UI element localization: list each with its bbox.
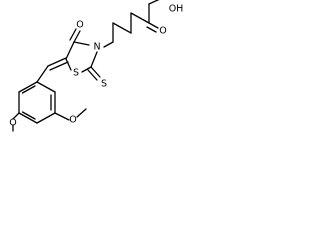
bond-ring-double-3 <box>21 85 36 94</box>
methoxy-oxygen-3-label: O <box>69 115 76 126</box>
bond-ring-c6-c1 <box>18 81 38 93</box>
ring-nitrogen-label: N <box>93 42 100 53</box>
bond-thione-a <box>90 66 101 78</box>
bond-ring-double-2 <box>21 111 36 120</box>
bond-exocyclic-double-b <box>49 61 69 71</box>
methoxy-oxygen-4-label: O <box>9 118 16 129</box>
bond-acid-c-o-b <box>146 26 157 33</box>
ring-sulfur-label: S <box>73 68 79 79</box>
bond-exocyclic-double-a <box>47 57 67 67</box>
bond-c4-o-methoxy <box>12 112 20 120</box>
bond-lines <box>12 0 160 132</box>
bond-thione-b <box>87 69 98 81</box>
bond-ring-to-ch <box>36 65 49 83</box>
bond-o-methyl-3 <box>76 108 87 118</box>
bond-s1-c5 <box>65 58 72 71</box>
thione-sulfur-label: S <box>101 79 107 90</box>
bond-n-ch2-1 <box>103 41 114 48</box>
bond-ring-c1-c2 <box>36 81 56 93</box>
acid-oxygen-label: O <box>159 26 166 37</box>
bond-c4-n3 <box>73 41 90 46</box>
bond-c3-o-methoxy <box>54 112 70 121</box>
chemical-structure-diagram: O N S S O OH O O <box>9 0 183 132</box>
bond-carbonyl-a <box>73 30 81 43</box>
bond-ring-c4-c5 <box>18 112 38 124</box>
carbonyl-oxygen-label: O <box>76 20 83 31</box>
bond-carbonyl-b <box>69 28 77 41</box>
bond-acid-c-oh <box>148 0 160 5</box>
bond-chain-3 <box>112 22 132 34</box>
bond-acid-c-o-a <box>148 22 159 29</box>
bond-n3-c2 <box>90 51 98 68</box>
bond-ring-c3-c4 <box>36 112 56 124</box>
atom-labels: O N S S O OH O O <box>9 4 183 129</box>
bond-chain-5 <box>130 12 150 24</box>
acid-hydroxyl-label: OH <box>169 4 184 15</box>
bond-c2-s1 <box>81 66 92 73</box>
bond-c5-c4 <box>65 41 75 60</box>
